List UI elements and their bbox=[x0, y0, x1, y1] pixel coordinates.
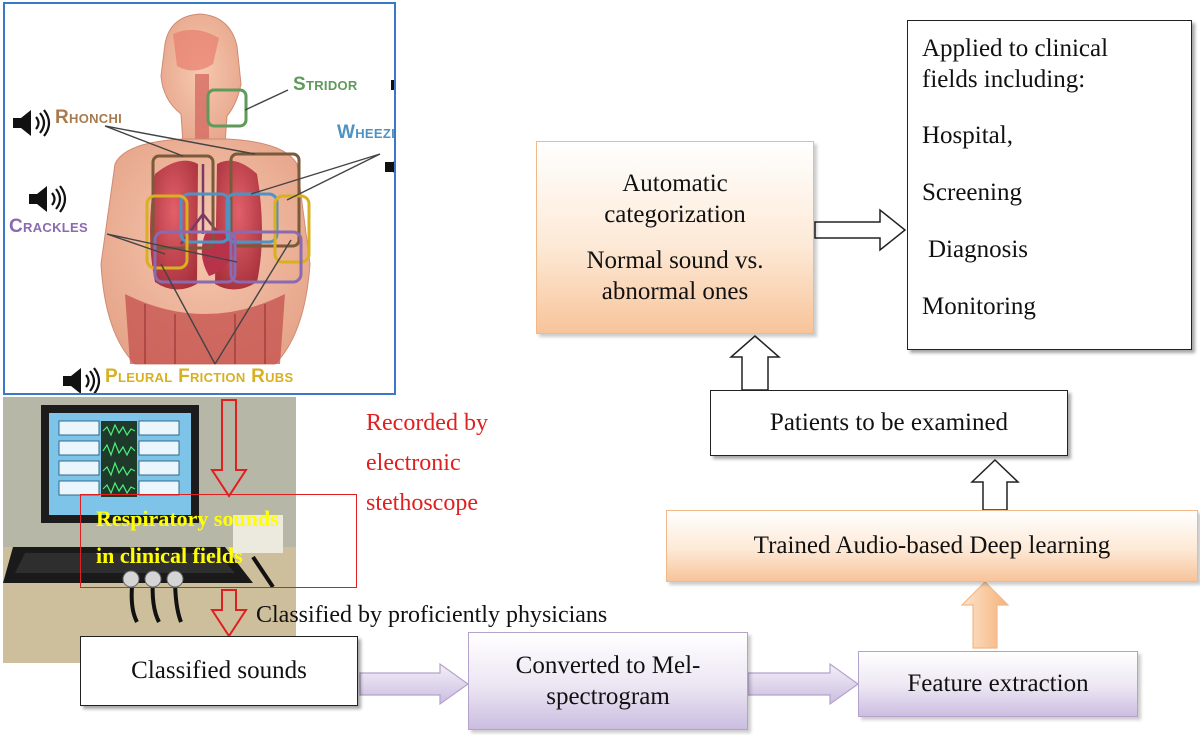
crackles-label: Crackles bbox=[9, 216, 88, 237]
auto-line-2: categorization bbox=[604, 201, 746, 229]
recorded-caption-line-2: electronic bbox=[366, 450, 461, 476]
speaker-icon bbox=[391, 80, 394, 90]
clinical-item-hospital: Hospital, bbox=[922, 121, 1013, 149]
rhonchi-label: Rhonchi bbox=[55, 107, 123, 128]
clinical-title-line-2: fields including: bbox=[922, 66, 1086, 94]
mel-line-1: Converted to Mel- bbox=[515, 651, 701, 679]
clinical-item-screening: Screening bbox=[922, 178, 1022, 206]
speaker-icon bbox=[63, 367, 101, 393]
speaker-icon bbox=[29, 185, 67, 213]
auto-line-4: abnormal ones bbox=[601, 277, 749, 305]
patients-text: Patients to be examined bbox=[769, 409, 1009, 437]
mel-line-2: spectrogram bbox=[546, 683, 670, 710]
clinical-fields-box: Applied to clinical fields including: Ho… bbox=[907, 20, 1192, 350]
clinical-item-monitoring: Monitoring bbox=[922, 293, 1036, 321]
pleural-friction-rubs-label: Pleural Friction Rubs bbox=[105, 366, 294, 387]
overlay-line-2: in clinical fields bbox=[96, 543, 243, 568]
recorded-caption-line-1: Recorded by bbox=[366, 410, 488, 436]
clinical-item-diagnosis: Diagnosis bbox=[928, 236, 1028, 263]
speaker-icon bbox=[385, 161, 394, 173]
patients-box: Patients to be examined bbox=[710, 390, 1068, 456]
recorded-caption-line-3: stethoscope bbox=[366, 490, 478, 516]
anatomy-illustration bbox=[100, 13, 381, 365]
wheezing-label: Wheezing bbox=[337, 122, 396, 143]
trained-text: Trained Audio-based Deep learning bbox=[753, 532, 1111, 560]
automatic-categorization-box: Automatic categorization Normal sound vs… bbox=[536, 141, 814, 334]
classified-sounds-box: Classified sounds bbox=[80, 636, 358, 706]
feature-extraction-box: Feature extraction bbox=[858, 651, 1138, 717]
overlay-line-1: Respiratory sounds bbox=[96, 506, 279, 531]
stridor-label: Stridor bbox=[293, 74, 358, 95]
feature-extraction-text: Feature extraction bbox=[907, 670, 1089, 698]
anatomy-panel: Stridor Rhonchi Wheezing Crackles Pleura… bbox=[3, 2, 396, 395]
mel-spectrogram-box: Converted to Mel- spectrogram bbox=[468, 632, 748, 730]
clinical-title-line-1: Applied to clinical bbox=[922, 35, 1109, 62]
classified-by-caption: Classified by proficiently physicians bbox=[256, 602, 608, 628]
classified-sounds-text: Classified sounds bbox=[131, 657, 307, 685]
speaker-icon bbox=[13, 109, 51, 137]
auto-line-1: Automatic bbox=[622, 170, 728, 197]
trained-deep-learning-box: Trained Audio-based Deep learning bbox=[666, 510, 1198, 582]
auto-line-3: Normal sound vs. bbox=[586, 246, 764, 274]
